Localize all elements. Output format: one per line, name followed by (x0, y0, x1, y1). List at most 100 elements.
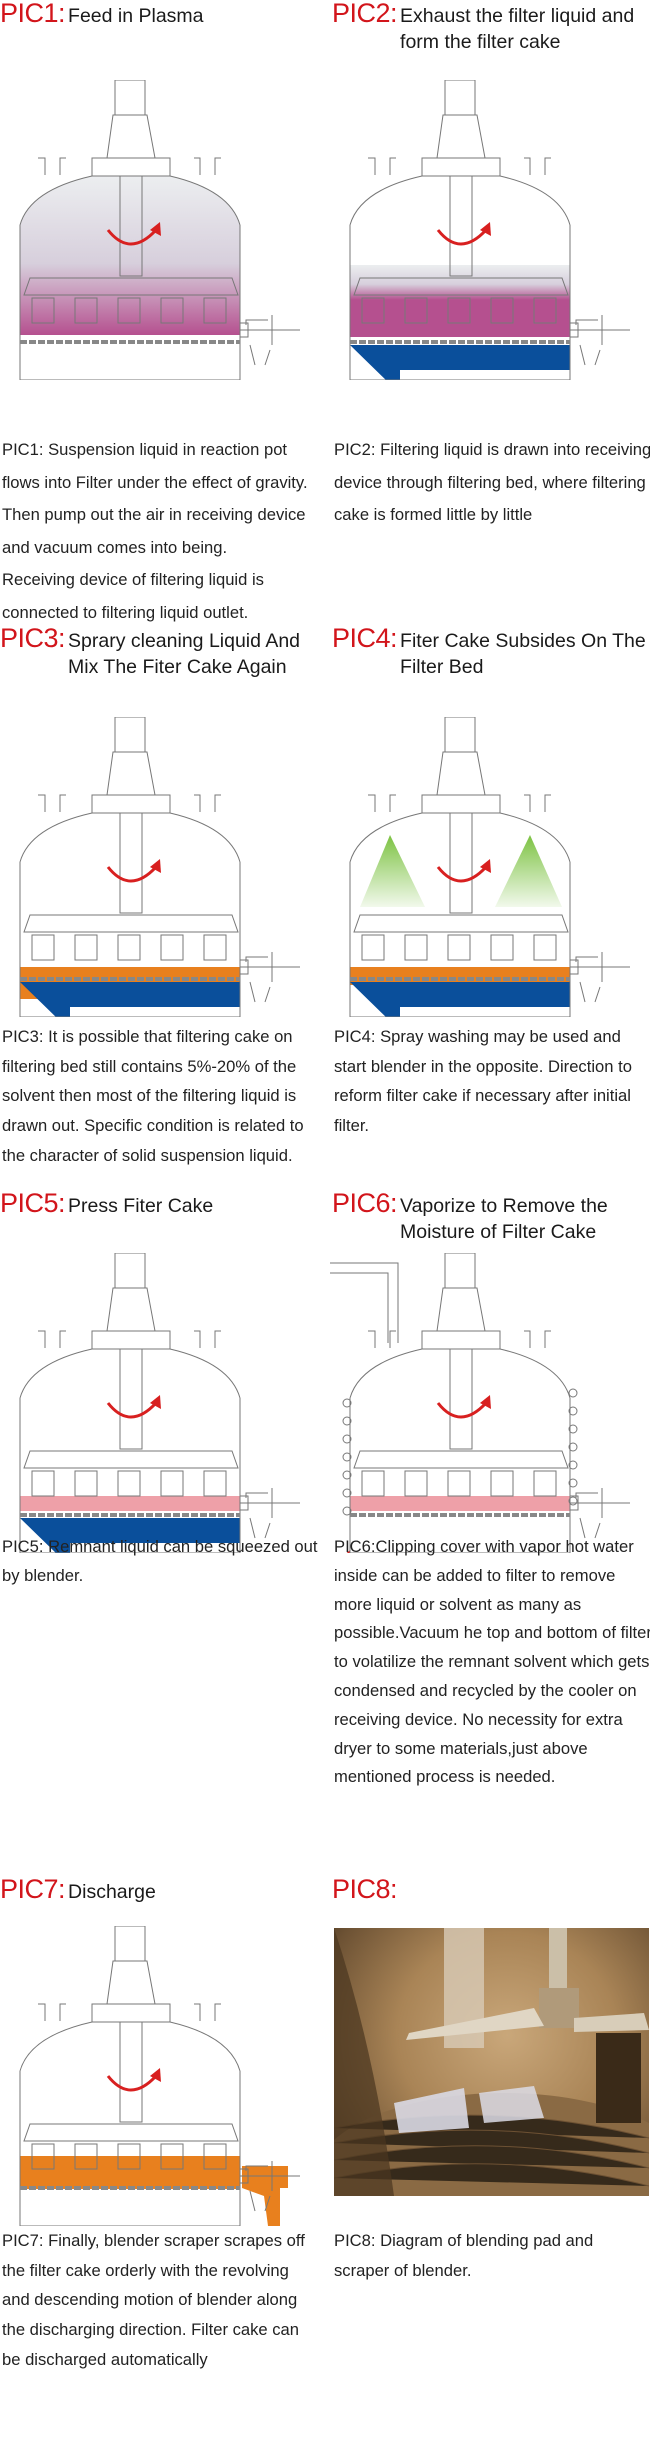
jacket-coil (342, 1434, 352, 1444)
vessel-body (349, 812, 571, 1017)
nozzles (368, 794, 551, 812)
step-label: PIC3: (0, 623, 66, 653)
plasma-fill (350, 265, 570, 300)
blender-arm (353, 914, 569, 933)
vessel-body (19, 2021, 241, 2226)
motor (444, 1253, 476, 1289)
filtrate-liquid (350, 982, 570, 1017)
step-label: PIC4: (332, 623, 398, 653)
jacket-coil (568, 1496, 578, 1506)
step-title: PIC2:Exhaust the filter liquid and form … (332, 0, 650, 55)
rotation-arrow-head (150, 2068, 161, 2082)
jacket-coil (342, 1506, 352, 1516)
step-description: PIC6:Clipping cover with vapor hot water… (334, 1537, 650, 1787)
step-label: PIC8: (332, 1874, 398, 1904)
blender-paddle (117, 934, 141, 961)
filtrate-liquid (20, 1518, 240, 1553)
plasma-fill (20, 176, 240, 335)
gearbox (106, 751, 156, 796)
step-description: PIC4: Spray washing may be used and star… (334, 1027, 632, 1136)
rotation-arrow-icon (106, 865, 158, 883)
shaft (449, 175, 473, 277)
valve-box (569, 959, 579, 975)
flange (91, 2003, 171, 2023)
motor (444, 80, 476, 116)
step-label: PIC2: (332, 0, 398, 28)
blender-paddle (31, 297, 55, 324)
filtrate-liquid (350, 345, 570, 380)
rotation-arrow-head (150, 859, 161, 873)
flange (91, 1330, 171, 1350)
blender-paddle (533, 1470, 557, 1497)
valve-box (239, 2168, 249, 2184)
blender-paddle (447, 1470, 471, 1497)
step-pic1: PIC1:Feed in Plasma PIC1: Suspension liq… (0, 0, 318, 622)
jacket-coil (342, 1488, 352, 1498)
gearbox (106, 1960, 156, 2005)
filter-cake (20, 1496, 240, 1511)
step-title: PIC8: (332, 1876, 650, 1903)
vessel-body (349, 175, 571, 380)
jacket-coil (568, 1406, 578, 1416)
vessel-body (349, 1348, 571, 1553)
blender-paddle (404, 1470, 428, 1497)
jacket-coil (342, 1416, 352, 1426)
blender-paddle (533, 297, 557, 324)
nozzles (38, 794, 221, 812)
rotation-arrow-head (480, 859, 491, 873)
blender-arm (23, 2123, 239, 2142)
side-valve (240, 952, 300, 1003)
step-pic3: PIC3:Sprary cleaning Liquid And Mix The … (0, 625, 318, 1165)
blender-arm (353, 1450, 569, 1469)
rotation-arrow-icon (436, 1401, 488, 1419)
step-label: PIC1: (0, 0, 66, 28)
step-caption: Vaporize to Remove the Moisture of Filte… (400, 1195, 608, 1243)
rotation-arrow-head (150, 222, 161, 236)
filter-cake (20, 2156, 240, 2189)
blender-photo (334, 1928, 649, 2196)
step-pic4: PIC4:Fiter Cake Subsides On The Filter B… (332, 625, 650, 1136)
shaft (449, 1348, 473, 1450)
step-label: PIC6: (332, 1188, 398, 1218)
side-valve (240, 2161, 300, 2212)
valve-box (569, 322, 579, 338)
step-title: PIC4:Fiter Cake Subsides On The Filter B… (332, 625, 650, 680)
step-description: PIC7: Finally, blender scraper scrapes o… (2, 2231, 305, 2369)
flange (91, 794, 171, 814)
blender-paddle (74, 2143, 98, 2170)
outlet-arrow-icon (346, 1550, 350, 1553)
side-valve (570, 952, 630, 1003)
step-caption: Discharge (68, 1881, 156, 1903)
blender-paddle (74, 297, 98, 324)
jacket-coil (342, 1398, 352, 1408)
filter-diagram (19, 1926, 300, 2226)
step-description: PIC8: Diagram of blending pad and scrape… (334, 2231, 594, 2280)
filter-diagram (19, 80, 300, 380)
step-pic2: PIC2:Exhaust the filter liquid and form … (332, 0, 650, 524)
jacket-coil (568, 1388, 578, 1398)
blender-paddle (490, 1470, 514, 1497)
blender-paddle (117, 2143, 141, 2170)
filter-diagram (349, 717, 630, 1017)
filter-diagram (19, 717, 300, 1017)
vapor-pipe (330, 1262, 406, 1553)
blender-paddle (160, 934, 184, 961)
step-pic5: PIC5:Press Fiter Cake PIC5: Remnant liqu… (0, 1190, 318, 1585)
step-description: PIC1: Suspension liquid in reaction pot … (2, 440, 308, 622)
rotation-arrow-icon (106, 2074, 158, 2092)
valve-box (239, 322, 249, 338)
rotation-arrow-head (480, 222, 491, 236)
jacket-coil (568, 1478, 578, 1488)
step-pic7: PIC7:Discharge PIC7: Finally, blender sc… (0, 1876, 318, 2369)
step-title: PIC7:Discharge (0, 1876, 318, 1905)
valve-box (239, 959, 249, 975)
blender-paddle (160, 1470, 184, 1497)
step-caption: Feed in Plasma (68, 5, 204, 27)
blender-paddle (160, 297, 184, 324)
nozzles (38, 157, 221, 175)
step-title: PIC3:Sprary cleaning Liquid And Mix The … (0, 625, 318, 680)
blender-paddle (31, 934, 55, 961)
jacket-coil (568, 1424, 578, 1434)
gearbox (436, 1287, 486, 1332)
step-pic6: PIC6:Vaporize to Remove the Moisture of … (330, 1188, 650, 1786)
